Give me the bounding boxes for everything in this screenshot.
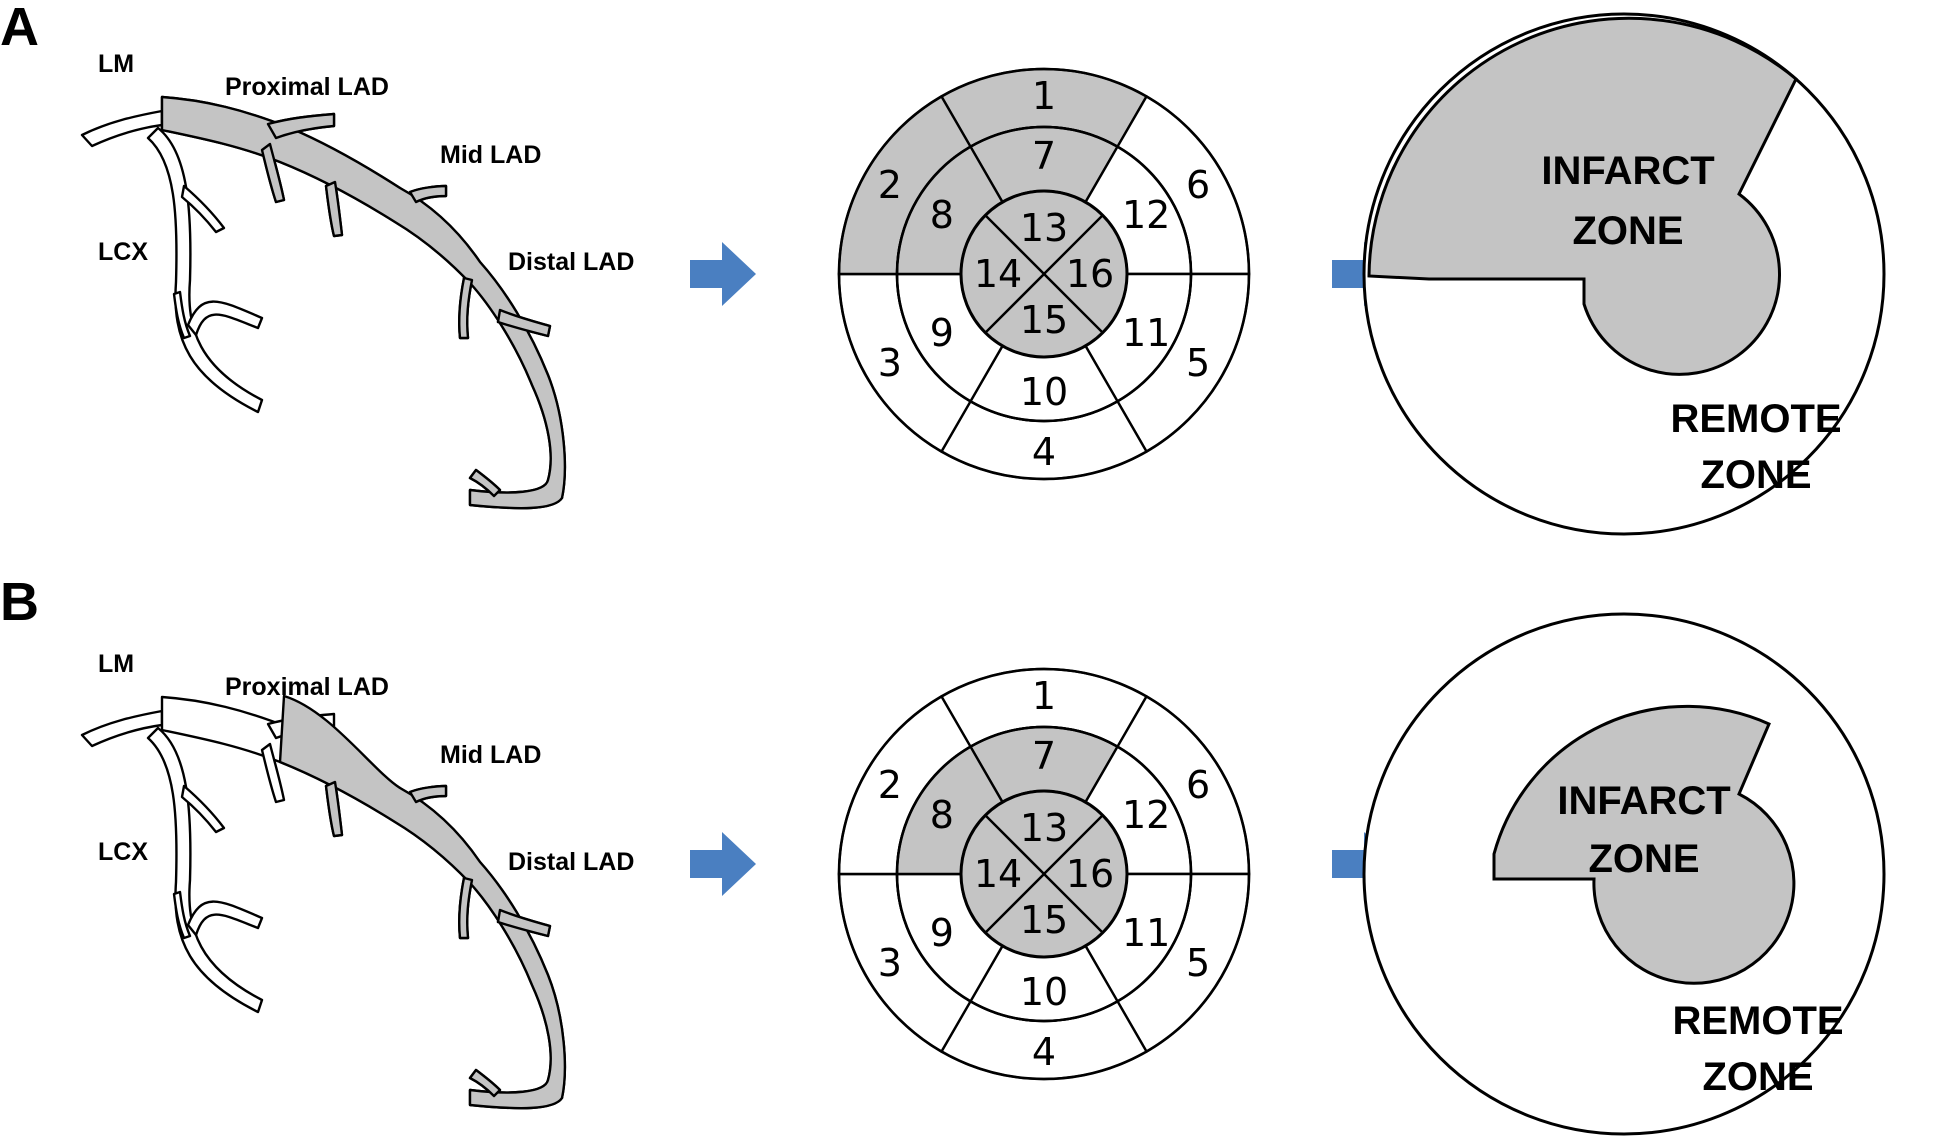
ring-outline xyxy=(959,789,1129,959)
coronary-diagram: LM Proximal LAD Mid LAD Distal LAD LCX xyxy=(80,50,634,510)
segment-label-6: 6 xyxy=(1186,763,1210,807)
segment-label-4: 4 xyxy=(1032,1030,1056,1074)
segment-label-3: 3 xyxy=(878,341,902,385)
segment-label-10: 10 xyxy=(1020,370,1068,414)
segment-label-14: 14 xyxy=(974,852,1022,896)
segment-label-11: 11 xyxy=(1122,311,1170,355)
segment-label-13: 13 xyxy=(1020,206,1068,250)
segment-label-15: 15 xyxy=(1020,298,1068,342)
label-distal-lad: Distal LAD xyxy=(508,248,634,276)
panel-letter: A xyxy=(0,0,39,57)
segment-label-4: 4 xyxy=(1032,430,1056,474)
label-lm: LM xyxy=(98,650,134,678)
segment-label-8: 8 xyxy=(930,793,954,837)
ring-outline xyxy=(895,125,1193,423)
ring-outline xyxy=(837,667,1251,1081)
segment-label-16: 16 xyxy=(1066,252,1114,296)
segment-label-11: 11 xyxy=(1122,911,1170,955)
segment-label-15: 15 xyxy=(1020,898,1068,942)
segment-label-6: 6 xyxy=(1186,163,1210,207)
label-lm: LM xyxy=(98,50,134,78)
ring-outline xyxy=(895,725,1193,1023)
ring-outline xyxy=(837,67,1251,481)
label-mid-lad: Mid LAD xyxy=(440,141,541,169)
panel-a: A LM Proximal LAD Mid LAD Distal LAD LCX… xyxy=(0,0,1886,536)
infarct-zone-label-line2: ZONE xyxy=(1572,209,1683,253)
infarct-zone-label-line2: ZONE xyxy=(1588,837,1699,881)
segment-label-5: 5 xyxy=(1186,941,1210,985)
segment-label-3: 3 xyxy=(878,941,902,985)
panel-b: B LM Proximal LAD Mid LAD Distal LAD LCX… xyxy=(0,572,1886,1136)
segment-label-2: 2 xyxy=(878,763,902,807)
segment-label-5: 5 xyxy=(1186,341,1210,385)
infarct-zone-shape xyxy=(1367,16,1798,376)
label-proximal-lad: Proximal LAD xyxy=(225,73,389,101)
segment-label-2: 2 xyxy=(878,163,902,207)
label-lcx: LCX xyxy=(98,238,148,266)
label-distal-lad: Distal LAD xyxy=(508,848,634,876)
infarct-zone-label-line1: INFARCT xyxy=(1541,149,1714,193)
remote-zone-label-line1: REMOTE xyxy=(1672,999,1843,1043)
infarct-zone-shape xyxy=(1492,704,1796,985)
segment-label-1: 1 xyxy=(1032,74,1056,118)
label-lcx: LCX xyxy=(98,838,148,866)
segment-label-12: 12 xyxy=(1122,793,1170,837)
label-mid-lad: Mid LAD xyxy=(440,741,541,769)
segment-label-14: 14 xyxy=(974,252,1022,296)
segment-label-12: 12 xyxy=(1122,193,1170,237)
remote-zone-label-line2: ZONE xyxy=(1700,453,1811,497)
remote-zone-label-line1: REMOTE xyxy=(1670,397,1841,441)
segment-label-9: 9 xyxy=(930,911,954,955)
segment-label-1: 1 xyxy=(1032,674,1056,718)
coronary-diagram: LM Proximal LAD Mid LAD Distal LAD LCX xyxy=(80,650,634,1110)
shaded-lad-segment xyxy=(278,694,567,1110)
panel-letter: B xyxy=(0,572,39,632)
zone-diagram: INFARCT ZONE REMOTE ZONE xyxy=(1362,12,1886,536)
arrow-right-icon xyxy=(690,832,756,896)
segment-label-7: 7 xyxy=(1032,734,1056,778)
segment-label-16: 16 xyxy=(1066,852,1114,896)
segment-label-8: 8 xyxy=(930,193,954,237)
segment-label-10: 10 xyxy=(1020,970,1068,1014)
zone-diagram: INFARCT ZONE REMOTE ZONE xyxy=(1362,612,1886,1136)
arrow-right-icon xyxy=(690,242,756,306)
segment-label-7: 7 xyxy=(1032,134,1056,178)
ring-outline xyxy=(959,189,1129,359)
remote-zone-label-line2: ZONE xyxy=(1702,1055,1813,1099)
infarct-zone-label-line1: INFARCT xyxy=(1557,779,1730,823)
segment-label-13: 13 xyxy=(1020,806,1068,850)
shaded-lad-segment xyxy=(160,95,567,510)
label-proximal-lad: Proximal LAD xyxy=(225,673,389,701)
segment-label-9: 9 xyxy=(930,311,954,355)
